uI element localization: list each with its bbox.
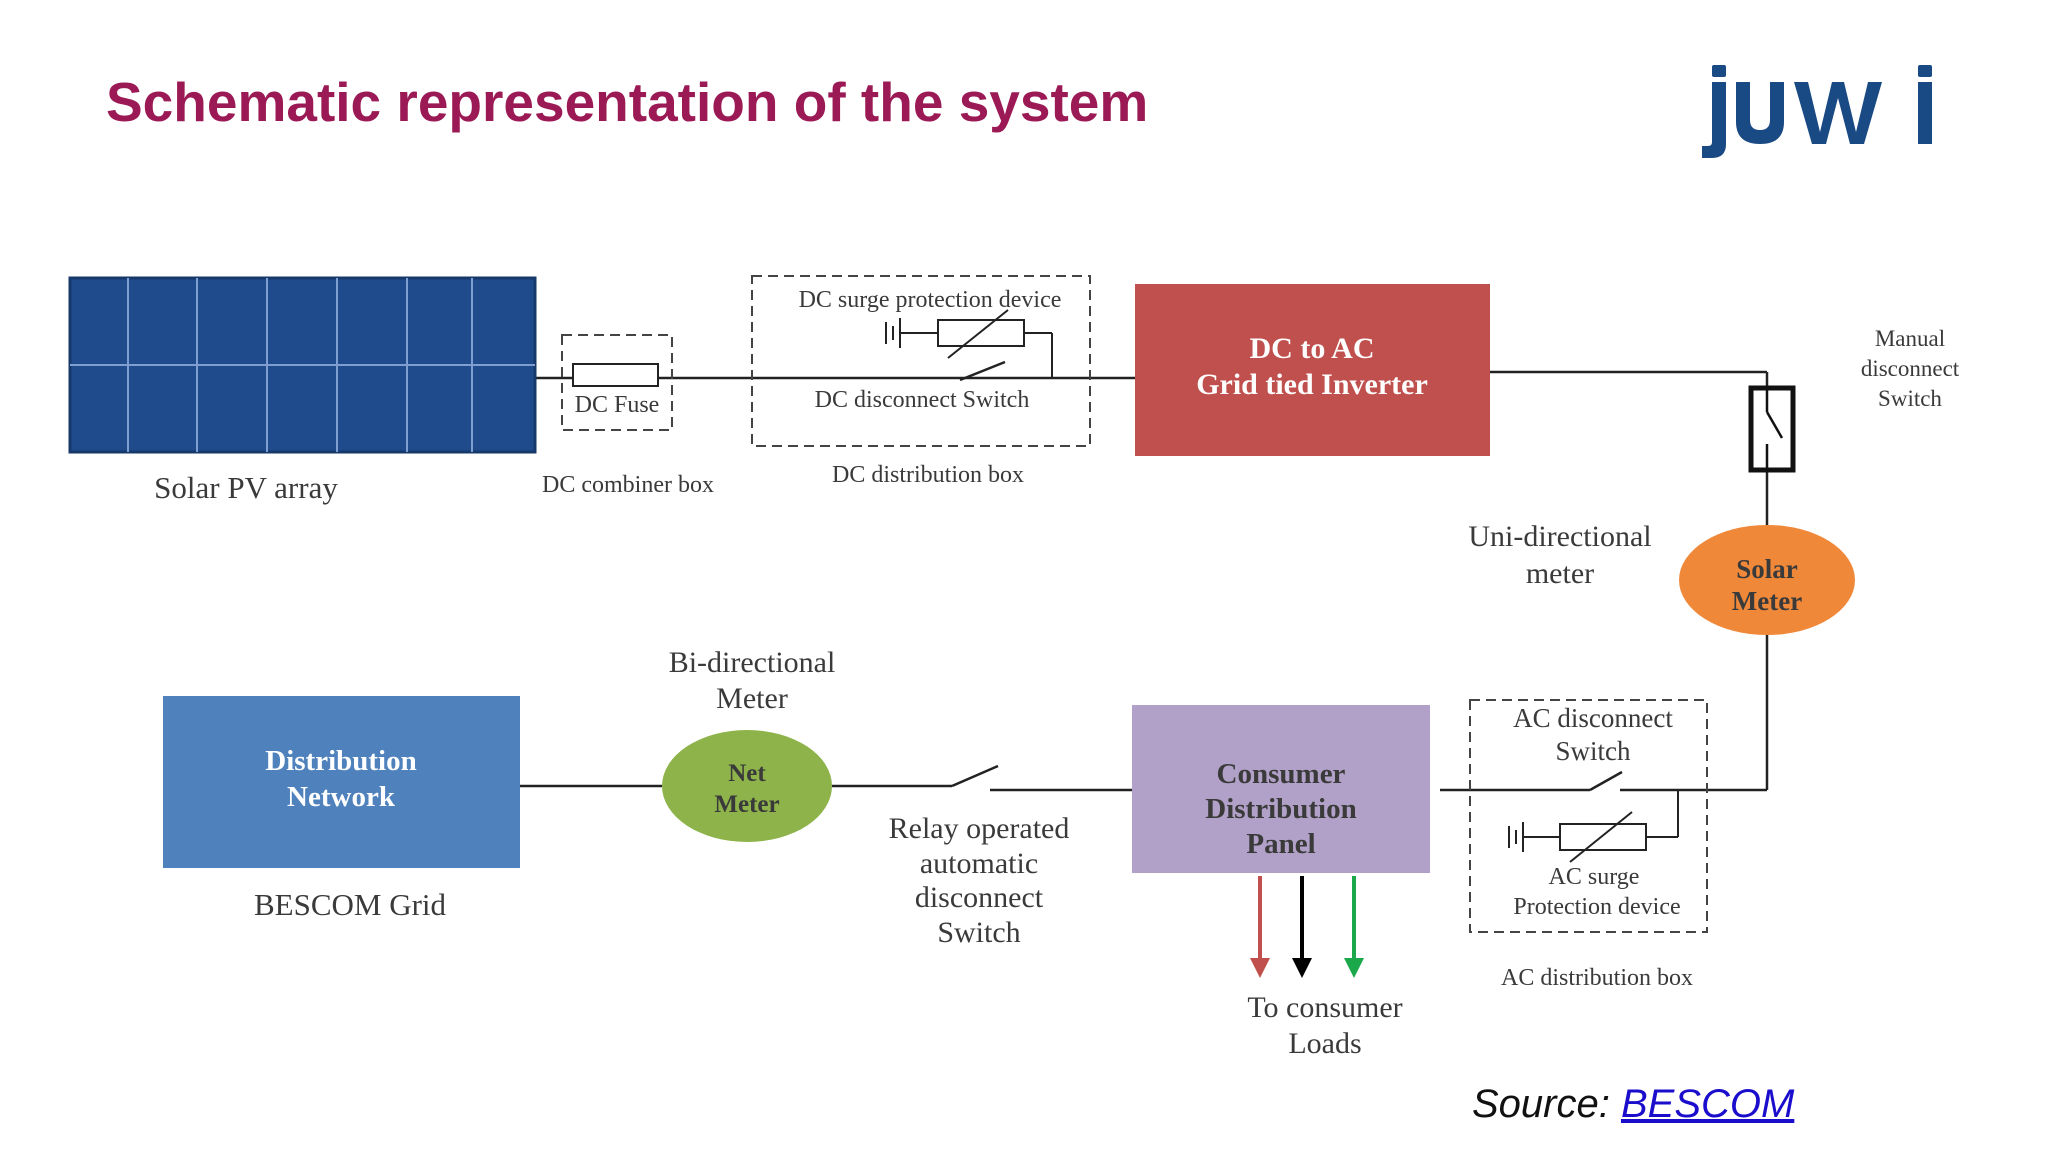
inverter-label-line1: DC to AC	[1250, 332, 1375, 365]
net-meter-symbol	[662, 730, 832, 842]
dc-combiner-box-label: DC combiner box	[542, 472, 714, 498]
distribution-network-label-line2: Network	[287, 781, 396, 813]
loads-label-line1: To consumer	[1247, 991, 1402, 1024]
uni-directional-label-line2: meter	[1526, 557, 1594, 590]
inverter-label-line2: Grid tied Inverter	[1196, 368, 1428, 401]
dc-disconnect-switch-symbol	[959, 360, 1006, 382]
ac-distribution-box-label: AC distribution box	[1501, 965, 1693, 991]
relay-label-line3: disconnect	[915, 881, 1044, 914]
source-prefix: Source:	[1472, 1082, 1621, 1126]
consumer-panel-label-line1: Consumer	[1217, 758, 1346, 790]
solar-meter-label-line2: Meter	[1732, 586, 1802, 616]
page-title: Schematic representation of the system	[106, 71, 1149, 133]
loads-label-line2: Loads	[1288, 1027, 1361, 1060]
solar-pv-array-label: Solar PV array	[154, 470, 338, 505]
dc-fuse-symbol	[572, 363, 659, 387]
ac-surge-label-line2: Protection device	[1513, 894, 1680, 920]
consumer-distribution-panel-box	[1132, 705, 1430, 873]
relay-label-line1: Relay operated	[889, 812, 1070, 845]
source-citation: Source: BESCOM	[1472, 1082, 1794, 1127]
manual-disconnect-label-line3: Switch	[1878, 386, 1942, 411]
manual-disconnect-label-line1: Manual	[1875, 326, 1945, 351]
manual-disconnect-label-line2: disconnect	[1861, 356, 1960, 381]
net-meter-label-line2: Meter	[714, 791, 779, 818]
dc-surge-label: DC surge protection device	[799, 287, 1062, 313]
source-link-bescom[interactable]: BESCOM	[1620, 1082, 1795, 1126]
dc-distribution-box-label: DC distribution box	[832, 462, 1024, 488]
relay-label-line4: Switch	[937, 916, 1020, 949]
relay-switch-symbol	[951, 764, 999, 788]
dc-fuse-label: DC Fuse	[575, 392, 660, 418]
net-meter-label-line1: Net	[728, 760, 766, 787]
distribution-network-label-line1: Distribution	[265, 745, 416, 777]
relay-label-line2: automatic	[920, 847, 1038, 880]
ac-surge-label-line1: AC surge	[1549, 864, 1640, 890]
dc-surge-symbol	[885, 309, 1053, 378]
dc-combiner-box	[561, 334, 673, 431]
ac-distribution-box	[1469, 699, 1708, 933]
manual-disconnect-switch-symbol	[1748, 385, 1796, 473]
dc-distribution-box	[751, 275, 1091, 447]
ac-disconnect-label-line1: AC disconnect	[1513, 703, 1673, 733]
solar-pv-array	[68, 276, 537, 454]
uni-directional-label-line1: Uni-directional	[1468, 520, 1651, 553]
bescom-grid-label: BESCOM Grid	[254, 887, 447, 922]
ac-disconnect-switch-symbol	[1589, 770, 1623, 792]
distribution-network-box	[163, 696, 520, 868]
ac-disconnect-label-line2: Switch	[1555, 736, 1631, 766]
load-arrows	[1250, 876, 1364, 978]
inverter-box	[1135, 284, 1490, 456]
solar-meter-label-line1: Solar	[1736, 554, 1798, 584]
consumer-panel-label-line3: Panel	[1246, 828, 1315, 860]
ac-surge-symbol	[1508, 790, 1679, 863]
bi-directional-label-line2: Meter	[716, 682, 788, 715]
juwi-logo	[1690, 60, 1950, 175]
consumer-panel-label-line2: Distribution	[1205, 793, 1356, 825]
bi-directional-label-line1: Bi-directional	[669, 646, 836, 679]
dc-disconnect-label: DC disconnect Switch	[815, 387, 1030, 413]
solar-meter-symbol	[1679, 525, 1855, 635]
